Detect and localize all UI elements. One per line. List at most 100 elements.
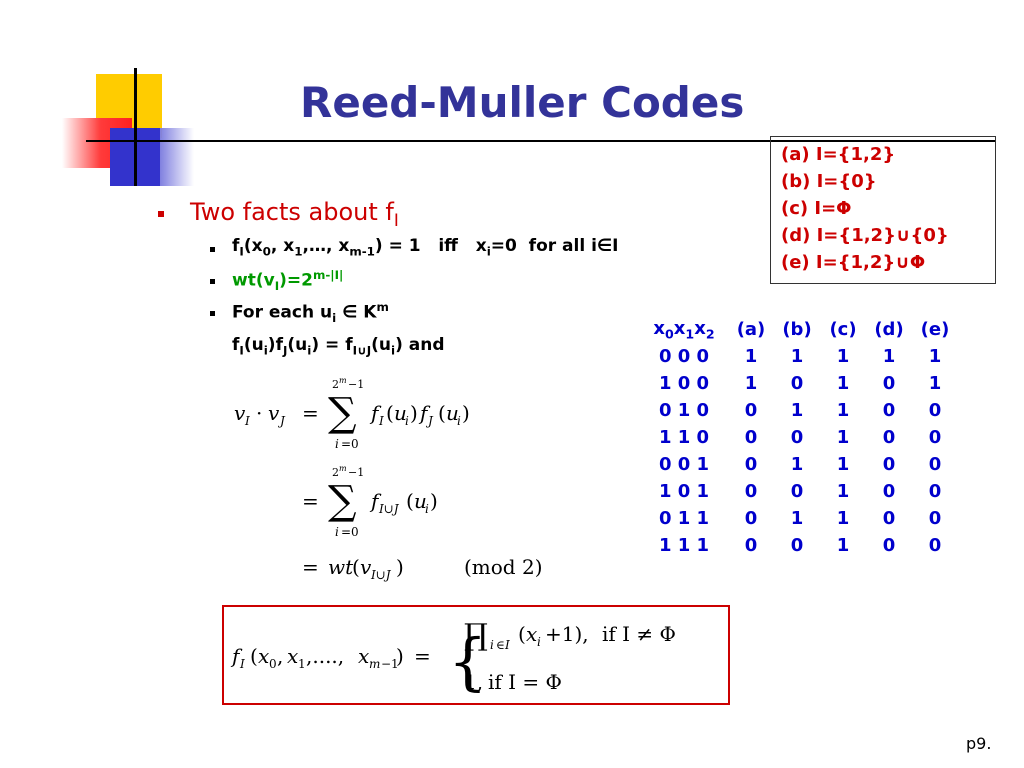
svg-text:u: u <box>446 401 459 425</box>
svg-text:=: = <box>302 401 319 425</box>
row-cell: 1 <box>836 535 850 556</box>
row-cell: 0 <box>790 427 804 448</box>
row-input-bits: 1 1 1 <box>658 535 710 556</box>
svg-text:u: u <box>394 401 407 425</box>
row-cell: 1 <box>744 346 758 367</box>
svg-text:i: i <box>335 525 339 539</box>
svg-text:i: i <box>457 414 461 428</box>
svg-text:I: I <box>244 414 250 428</box>
row-cell: 1 <box>790 454 804 475</box>
row-cell: 1 <box>836 508 850 529</box>
svg-text:1: 1 <box>298 657 306 671</box>
svg-text:−1: −1 <box>381 657 399 671</box>
row-cell: 0 <box>744 454 758 475</box>
fact-3-mid: ∈ K <box>336 302 377 323</box>
row-cell: 0 <box>882 427 896 448</box>
cases-box: (a) I={1,2} (b) I={0} (c) I=Φ (d) I={1,2… <box>770 136 996 284</box>
svg-text:i: i <box>537 635 541 649</box>
svg-text:v: v <box>234 401 246 425</box>
row-cell: 1 <box>744 373 758 394</box>
svg-text:∈: ∈ <box>496 638 505 652</box>
svg-text:m: m <box>339 464 347 473</box>
fact-1: fI(x0, x1,…, xm-1) = 1 iff xi=0 for all … <box>232 236 619 259</box>
svg-text:x: x <box>287 644 298 668</box>
row-input-bits: 0 0 0 <box>658 346 710 367</box>
inner-product-equations: v I · v J = 2 m −1 ∑ i =0 f I ( u i ) f … <box>234 376 543 582</box>
definition-formula-box: f I ( x 0 , x 1 ,...., x m −1 ) = { ∏ i … <box>222 605 730 705</box>
svg-text:v: v <box>268 401 280 425</box>
fact-2-prefix: wt(v <box>232 270 275 291</box>
table-body: 0 0 0 1 1 1 1 1 1 0 0 1 0 1 0 1 0 1 0 0 1 1 0 0 1 1 0 0 0 1 0 0… <box>640 343 958 559</box>
svg-text:J: J <box>277 414 286 428</box>
row-cell: 0 <box>928 427 942 448</box>
row-cell: 0 <box>744 535 758 556</box>
row-cell: 1 <box>928 346 942 367</box>
row-cell: 0 <box>928 535 942 556</box>
bullet-two-facts: Two facts about fI <box>190 198 399 230</box>
fact-3-sub: i <box>332 311 337 326</box>
row-cell: 0 <box>744 400 758 421</box>
sub-bullet-marker <box>210 247 215 252</box>
svg-text:): ) <box>410 401 418 425</box>
header-d: (d) <box>874 319 904 340</box>
fact-2-mid: )=2 <box>279 270 313 291</box>
header-a: (a) <box>736 319 766 340</box>
svg-text:): ) <box>396 555 404 579</box>
row-cell: 0 <box>882 400 896 421</box>
row-cell: 1 <box>836 454 850 475</box>
svg-text:x: x <box>526 622 537 646</box>
row-cell: 1 <box>790 400 804 421</box>
row-cell: 0 <box>928 508 942 529</box>
svg-text:2: 2 <box>332 378 339 391</box>
page-number: p9. <box>966 734 992 753</box>
svg-text:=: = <box>302 489 319 513</box>
fact-3-line-1: For each ui ∈ Km <box>232 300 389 325</box>
svg-text:u: u <box>414 489 427 513</box>
row-cell: 1 <box>790 346 804 367</box>
svg-text:·: · <box>256 401 262 425</box>
row-input-bits: 0 1 1 <box>658 508 710 529</box>
row-input-bits: 0 1 0 <box>658 400 710 421</box>
row-cell: 0 <box>928 454 942 475</box>
row-cell: 1 <box>928 373 942 394</box>
row-input-bits: 1 0 0 <box>658 373 710 394</box>
fact-3-line-2: fI(ui)fJ(ui) = fI∪J(ui) and <box>232 335 445 358</box>
svg-text:=: = <box>414 644 431 668</box>
svg-text:I∪J: I∪J <box>378 502 400 516</box>
row-cell: 1 <box>836 400 850 421</box>
row-cell: 0 <box>882 481 896 502</box>
case-b: (b) I={0} <box>781 171 877 192</box>
svg-text:∑: ∑ <box>328 390 357 436</box>
svg-text:,....,: ,...., <box>306 644 344 668</box>
row-cell: 0 <box>790 481 804 502</box>
row-cell: 1 <box>836 427 850 448</box>
svg-text:{: { <box>448 625 487 698</box>
case-c: (c) I=Φ <box>781 198 852 219</box>
row-cell: 0 <box>882 508 896 529</box>
fact-2-sup: m-|I| <box>312 268 344 282</box>
svg-text:if I ≠ Φ: if I ≠ Φ <box>602 622 676 646</box>
svg-text:i: i <box>335 437 339 451</box>
row-input-bits: 1 1 0 <box>658 427 710 448</box>
definition-formula: f I ( x 0 , x 1 ,...., x m −1 ) = { ∏ i … <box>230 618 676 698</box>
row-input-bits: 1 0 1 <box>658 481 710 502</box>
svg-text:x: x <box>258 644 269 668</box>
svg-text:if I = Φ: if I = Φ <box>488 670 562 694</box>
svg-text:i: i <box>425 502 429 516</box>
svg-text:(: ( <box>518 622 526 646</box>
fact-2: wt(vI)=2m-|I| <box>232 268 343 293</box>
svg-text:m: m <box>339 376 347 385</box>
header-e: (e) <box>920 319 950 340</box>
svg-text:(: ( <box>352 555 360 579</box>
svg-text:=0: =0 <box>341 525 359 539</box>
svg-text:∑: ∑ <box>328 478 357 524</box>
svg-text:(: ( <box>406 489 414 513</box>
svg-text:v: v <box>360 555 372 579</box>
row-cell: 0 <box>790 535 804 556</box>
